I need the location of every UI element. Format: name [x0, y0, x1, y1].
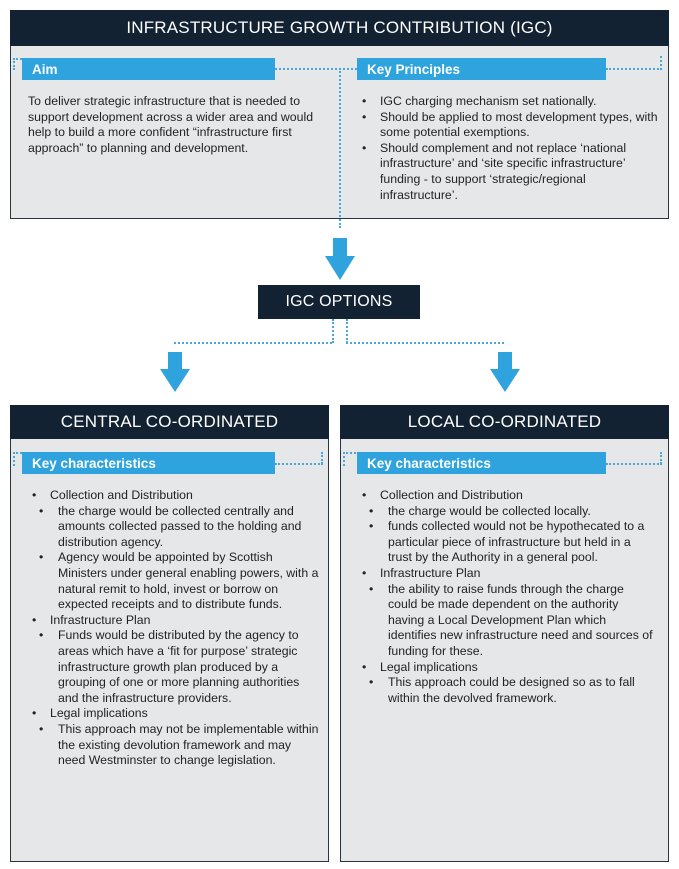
list-item: Should complement and not replace ‘natio… — [358, 141, 658, 203]
arrow-down-icon — [490, 352, 520, 392]
connector-dotted — [174, 342, 332, 344]
aim-text: To deliver strategic infrastructure that… — [28, 94, 314, 155]
section-heading: Collection and Distribution — [380, 488, 523, 502]
section-heading: Legal implications — [50, 706, 148, 721]
section-heading: Collection and Distribution — [50, 488, 193, 502]
list-item: Collection and Distribution — [28, 488, 320, 504]
section-heading: Infrastructure Plan — [380, 565, 481, 580]
igc-options-title: IGC OPTIONS — [258, 285, 420, 319]
list-item: the charge would be collected locally. — [336, 504, 656, 520]
connector-dotted — [13, 58, 15, 70]
connector-dotted — [346, 319, 348, 343]
central-sections: Infrastructure Plan — [28, 613, 320, 629]
section-heading: Legal implications — [380, 659, 478, 674]
connector-dotted — [339, 68, 341, 228]
connector-dotted — [346, 342, 504, 344]
connector-dotted — [660, 452, 662, 464]
central-title: CENTRAL CO-ORDINATED — [10, 405, 329, 439]
central-content: Collection and Distribution the charge w… — [28, 488, 320, 769]
list-item: Infrastructure Plan — [28, 613, 320, 629]
list-item: Funds would be distributed by the agency… — [6, 628, 320, 706]
list-item: Legal implications — [28, 706, 320, 722]
connector-dotted — [343, 452, 345, 466]
list-item: the ability to raise funds through the c… — [336, 582, 656, 660]
list-item: the charge would be collected centrally … — [6, 504, 320, 551]
connector-dotted — [606, 463, 662, 465]
arrow-down-icon — [325, 238, 355, 280]
central-subitems: Funds would be distributed by the agency… — [6, 628, 320, 706]
list-item: IGC charging mechanism set nationally. — [358, 94, 658, 110]
list-item: This approach could be designed so as to… — [336, 675, 656, 706]
central-key-characteristics-label: Key characteristics — [22, 452, 275, 474]
key-principles-list: IGC charging mechanism set nationally. S… — [358, 94, 658, 203]
central-subitems: the charge would be collected centrally … — [6, 504, 320, 613]
list-item: Infrastructure Plan — [358, 566, 660, 582]
local-sections: Collection and Distribution — [358, 488, 660, 504]
connector-dotted — [13, 452, 15, 466]
local-sections: Infrastructure Plan — [358, 566, 660, 582]
local-content: Collection and Distribution the charge w… — [358, 488, 660, 706]
list-item: Legal implications — [358, 660, 660, 676]
igc-title: INFRASTRUCTURE GROWTH CONTRIBUTION (IGC) — [10, 10, 669, 46]
connector-dotted — [13, 58, 29, 60]
list-item: Should be applied to most development ty… — [358, 110, 658, 141]
connector-dotted — [343, 452, 359, 454]
aim-label: Aim — [22, 58, 275, 80]
connector-dotted — [275, 463, 323, 465]
local-title: LOCAL CO-ORDINATED — [340, 405, 669, 439]
list-item: Collection and Distribution — [358, 488, 660, 504]
arrow-down-icon — [160, 352, 190, 392]
connector-dotted — [660, 56, 662, 70]
section-heading: Infrastructure Plan — [50, 612, 151, 627]
local-subitems: This approach could be designed so as to… — [336, 675, 656, 706]
connector-dotted — [332, 319, 334, 343]
local-subitems: the ability to raise funds through the c… — [336, 582, 656, 660]
local-sections: Legal implications — [358, 660, 660, 676]
list-item: Agency would be appointed by Scottish Mi… — [6, 550, 320, 612]
connector-dotted — [275, 68, 357, 70]
central-sections: Collection and Distribution — [28, 488, 320, 504]
local-subitems: the charge would be collected locally. f… — [336, 504, 656, 566]
list-item: This approach may not be implementable w… — [6, 722, 320, 769]
list-item: funds collected would not be hypothecate… — [336, 519, 656, 566]
connector-dotted — [606, 68, 662, 70]
central-sections: Legal implications — [28, 706, 320, 722]
key-principles-label: Key Principles — [357, 58, 606, 80]
connector-dotted — [13, 452, 29, 454]
connector-dotted — [321, 452, 323, 464]
central-subitems: This approach may not be implementable w… — [6, 722, 320, 769]
local-key-characteristics-label: Key characteristics — [357, 452, 606, 474]
